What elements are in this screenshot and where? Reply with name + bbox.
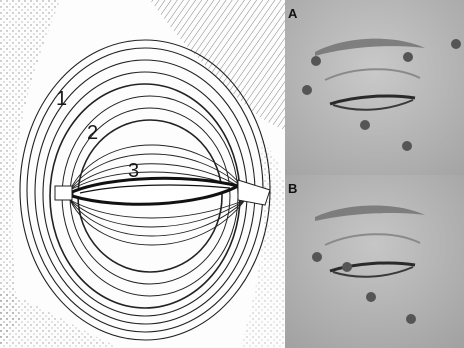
eye-photo-a — [285, 0, 464, 175]
label-orbital-part: 1 — [56, 88, 67, 111]
orbicularis-illustration: 1 2 3 — [0, 0, 285, 348]
photo-panel-a: A — [285, 0, 464, 175]
label-preseptal-part: 2 — [87, 122, 98, 145]
photo-panel-b: B — [285, 175, 464, 348]
orbicularis-drawing — [0, 0, 285, 348]
panel-label-a: A — [288, 6, 297, 21]
label-pretarsal-part: 3 — [128, 160, 139, 183]
panel-label-b: B — [288, 181, 297, 196]
eye-photo-b — [285, 175, 464, 348]
